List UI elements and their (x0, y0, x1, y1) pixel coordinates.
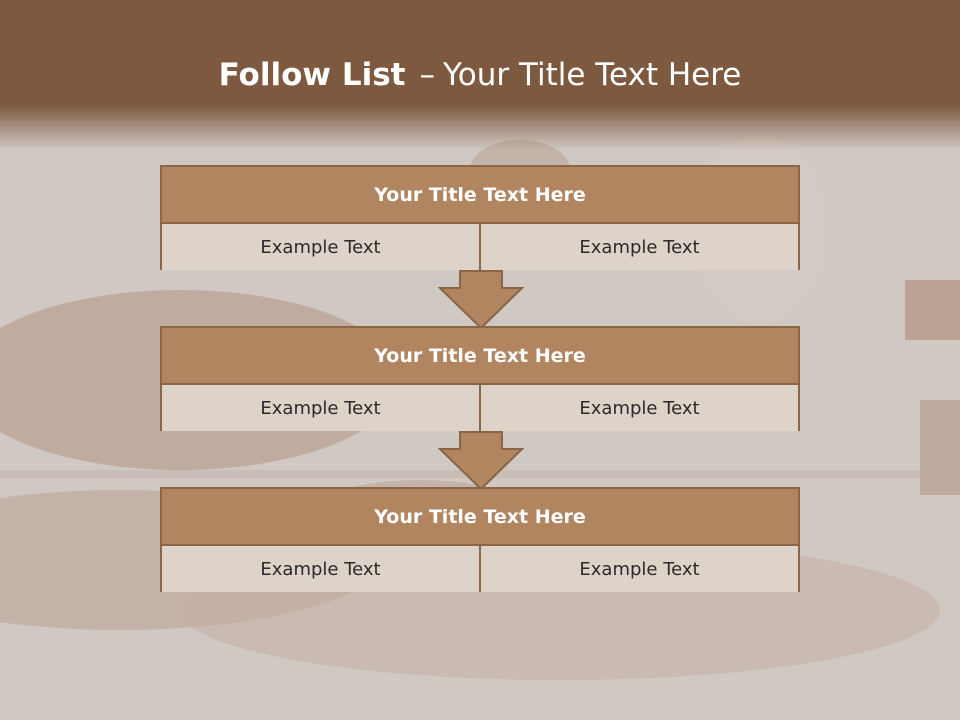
step-row: Example Text Example Text (162, 546, 798, 592)
step-box-1: Your Title Text Here Example Text Exampl… (160, 165, 800, 270)
step-box-3: Your Title Text Here Example Text Exampl… (160, 487, 800, 592)
step-row: Example Text Example Text (162, 385, 798, 431)
down-arrow-icon (438, 431, 524, 491)
step-title: Your Title Text Here (162, 489, 798, 546)
step-right-text: Example Text (479, 546, 798, 592)
down-arrow-icon (438, 270, 524, 330)
step-left-text: Example Text (162, 385, 479, 431)
step-right-text: Example Text (479, 224, 798, 270)
title-bold-part: Follow List (218, 57, 406, 93)
step-box-2: Your Title Text Here Example Text Exampl… (160, 326, 800, 431)
step-title: Your Title Text Here (162, 167, 798, 224)
title-band (0, 0, 960, 150)
step-title: Your Title Text Here (162, 328, 798, 385)
title-dash: – (419, 57, 435, 93)
step-right-text: Example Text (479, 385, 798, 431)
step-left-text: Example Text (162, 546, 479, 592)
step-left-text: Example Text (162, 224, 479, 270)
title-rest: Your Title Text Here (442, 57, 742, 93)
slide-title: Follow List–Your Title Text Here (0, 52, 960, 98)
step-row: Example Text Example Text (162, 224, 798, 270)
